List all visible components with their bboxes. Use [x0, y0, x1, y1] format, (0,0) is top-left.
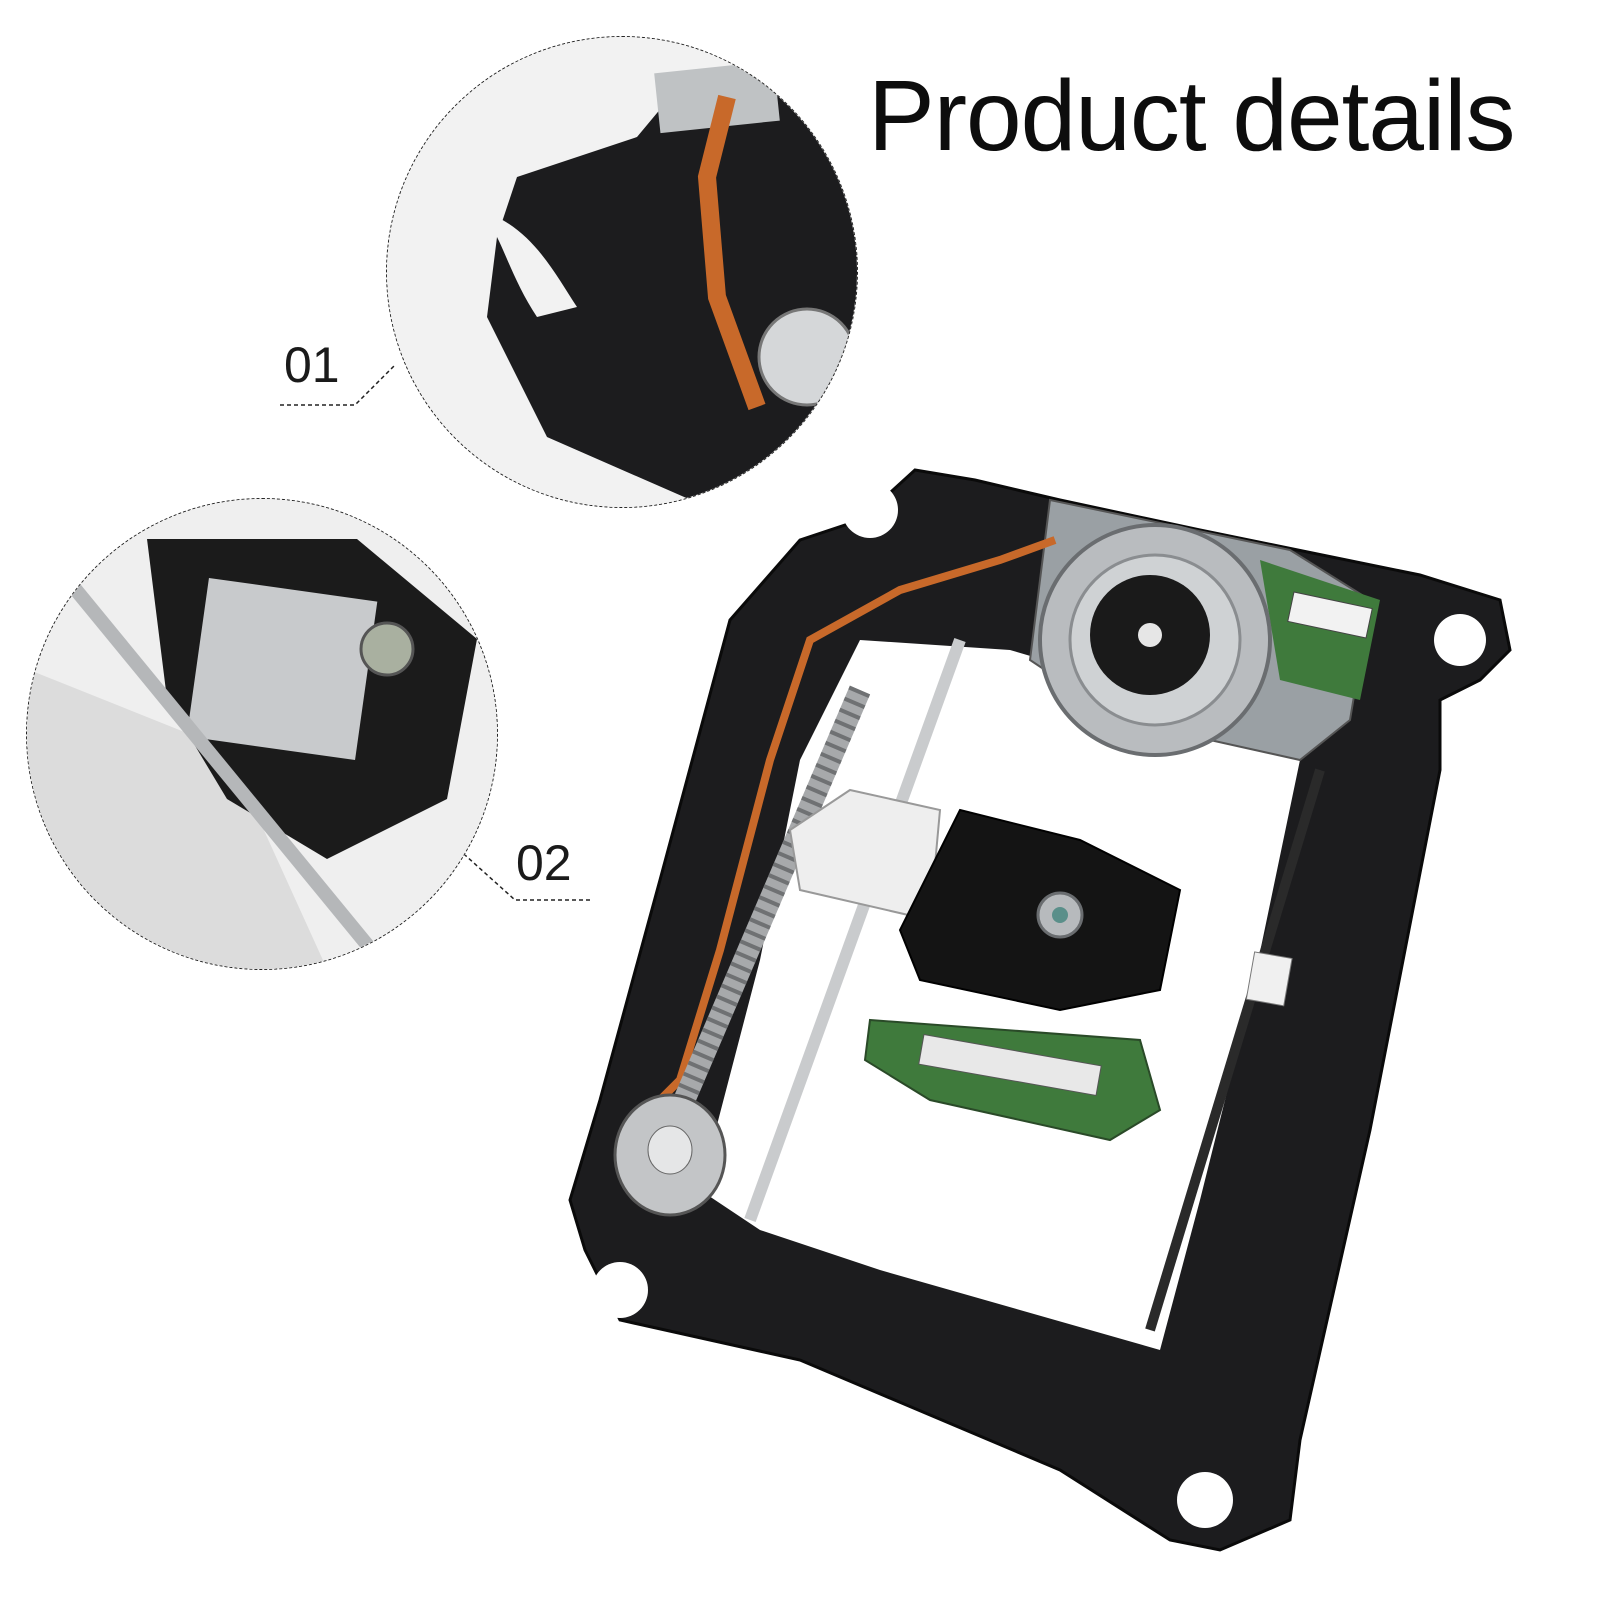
zoom-02-metal-shield	[186, 577, 378, 761]
zoom-02-rail	[61, 574, 393, 969]
zoom-01-frame-corner	[487, 67, 857, 507]
zoom-02-white-panel	[27, 669, 327, 969]
zoom-circle-02	[26, 498, 498, 970]
ribbon-cable	[647, 536, 1057, 1113]
spindle-hole	[1138, 623, 1162, 647]
callout-label-02: 02	[516, 835, 572, 891]
motor-board-pcb	[1260, 560, 1380, 700]
mount-hook-right	[1434, 614, 1486, 666]
zoom-01-motor-part	[757, 307, 857, 407]
guide-rail-right	[1145, 768, 1325, 1332]
page-title: Product details	[868, 60, 1515, 172]
limit-switch	[1245, 951, 1293, 1007]
lead-screw-threads	[669, 685, 871, 1115]
sled-motor-cap	[647, 1125, 693, 1175]
white-sled-guide	[788, 788, 942, 922]
guide-rail-left	[744, 637, 966, 1223]
zoom-01-metal-plate	[654, 60, 780, 134]
zoom-02-lens	[359, 621, 415, 677]
mount-hook-bottom-right	[1177, 1472, 1233, 1528]
motor-connector	[1287, 591, 1373, 639]
zoom-01-hook-cutout	[497, 217, 577, 317]
laser-lens-center	[1052, 907, 1068, 923]
mount-hook-bottom-left	[592, 1262, 648, 1318]
pickup-flex-connector	[918, 1034, 1102, 1096]
zoom-01-ribbon	[697, 94, 766, 411]
callout-label-01: 01	[284, 337, 340, 393]
zoom-circle-01	[386, 36, 858, 508]
